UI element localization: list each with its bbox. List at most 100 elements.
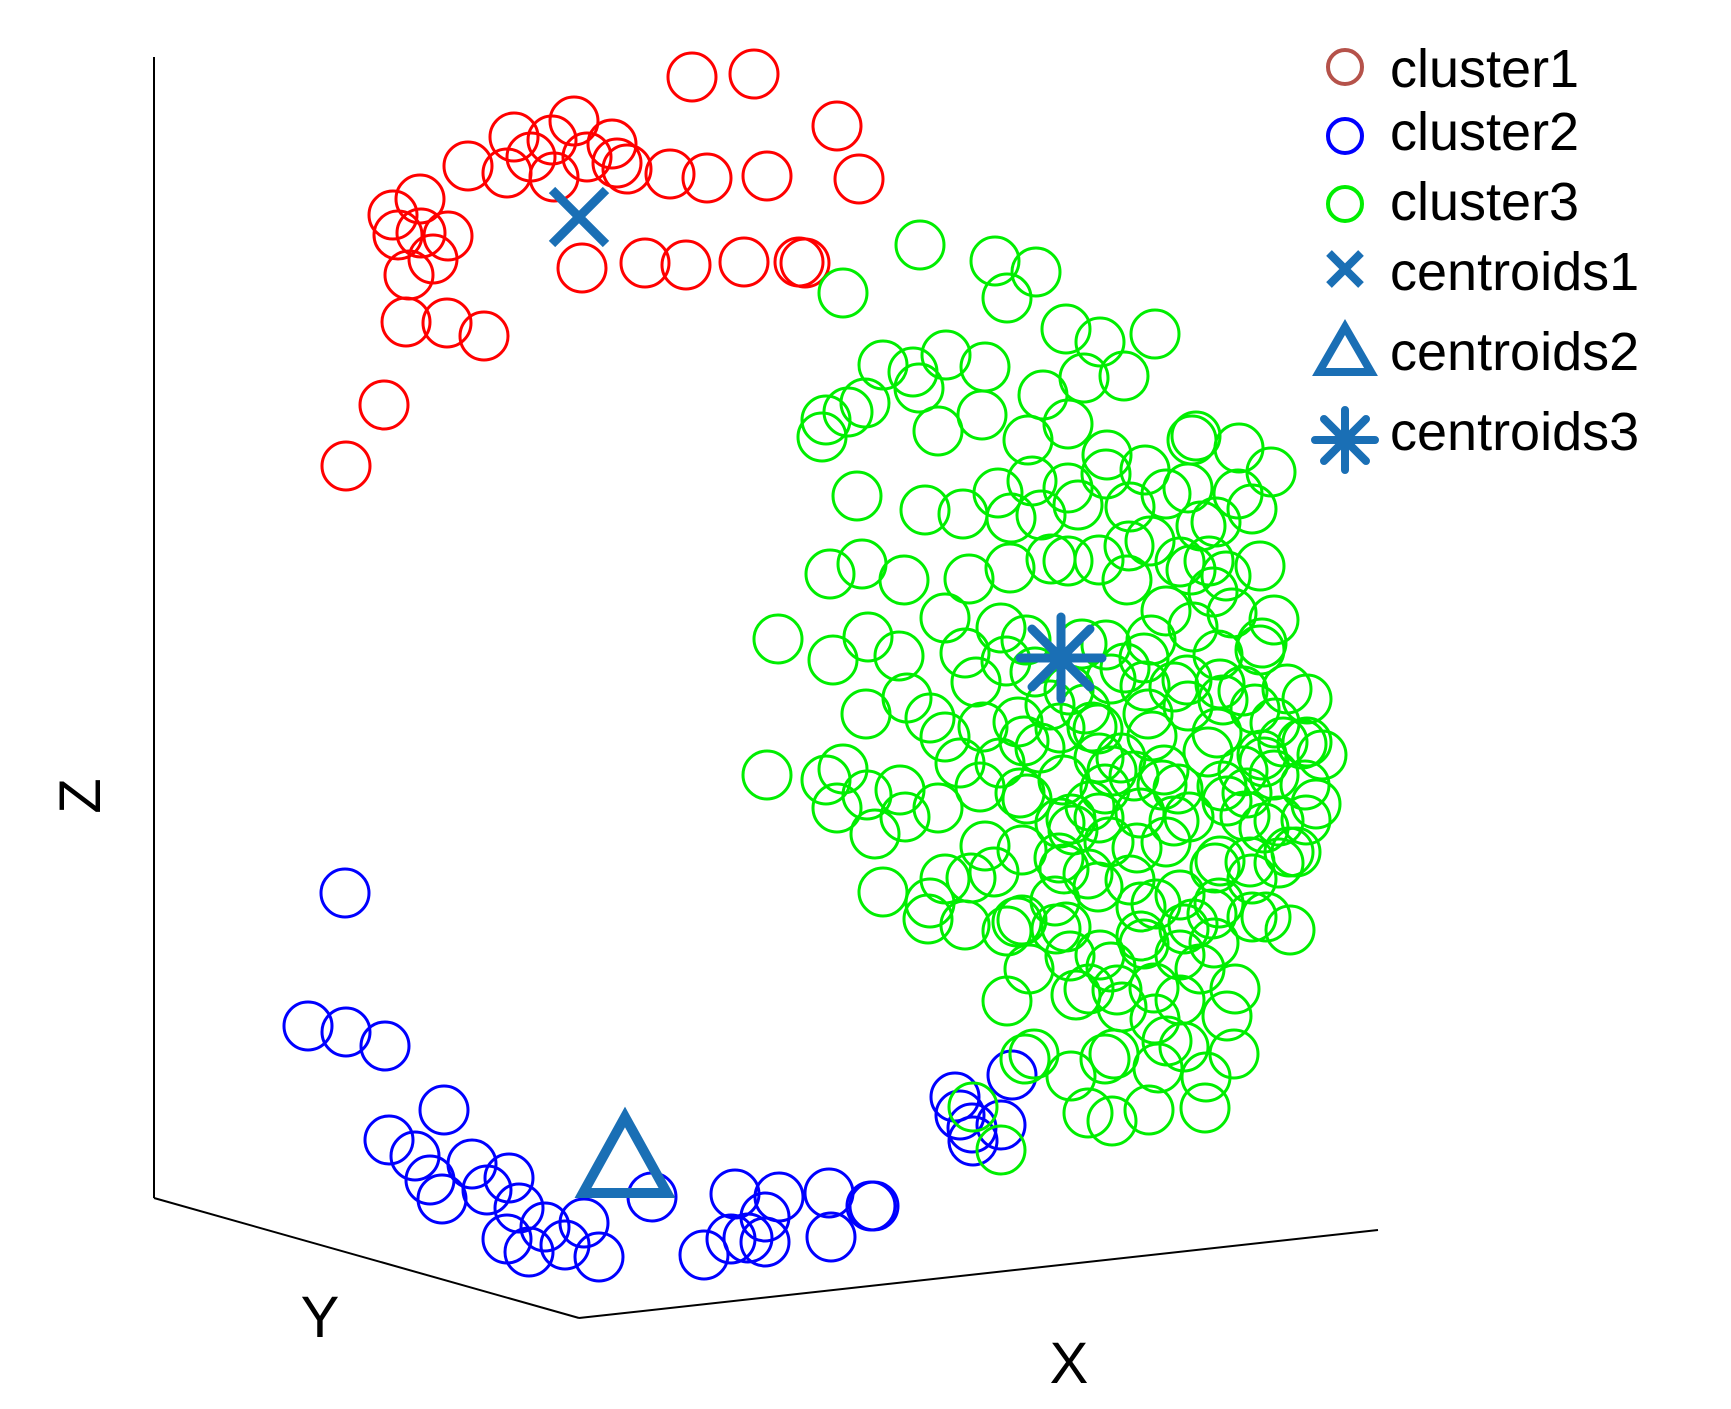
cluster3-point-88: [981, 905, 1033, 957]
cluster2-point-35: [947, 1115, 999, 1167]
cluster2-point-6: [363, 1114, 415, 1166]
cluster3-point-138: [1140, 585, 1192, 637]
cluster3-point-4: [1010, 246, 1062, 298]
x-axis-line: [578, 1229, 1379, 1319]
cluster3-point-107: [1179, 1082, 1231, 1134]
cluster3-point-159: [985, 492, 1037, 544]
legend-label-centroids3: centroids3: [1390, 402, 1639, 462]
cluster2-point-27: [805, 1211, 857, 1263]
cluster3-point-132: [1226, 891, 1278, 943]
cluster3-point-126: [1219, 790, 1271, 842]
cluster3-point-109: [1079, 1033, 1131, 1085]
cluster3-point-229: [1045, 1050, 1097, 1102]
y-axis-label: Y: [301, 1285, 340, 1350]
cluster3-point-39: [752, 613, 804, 665]
cluster3-point-16: [839, 377, 891, 429]
cluster3-point-226: [998, 715, 1050, 767]
cluster3-point-232: [1158, 1021, 1210, 1073]
cluster3-point-213: [1163, 791, 1215, 843]
cluster1-point-19: [561, 131, 613, 183]
legend-item-cluster3: cluster3: [1326, 172, 1579, 232]
cluster2-point-32: [934, 1089, 986, 1141]
cluster3-point-84: [968, 846, 1020, 898]
cluster1-point-35: [833, 153, 885, 205]
cluster3-point-71: [1073, 792, 1125, 844]
legend-label-centroids2: centroids2: [1390, 322, 1639, 382]
cluster2-point-18: [558, 1197, 610, 1249]
cluster3-point-59: [957, 701, 1009, 753]
cluster3-point-20: [831, 470, 883, 522]
cluster3-point-163: [1148, 661, 1200, 713]
cluster3-point-38: [804, 548, 856, 600]
cluster3-point-120: [1290, 778, 1342, 830]
legend-marker-cluster1: [1326, 48, 1364, 86]
cluster3-point-7: [1074, 316, 1126, 368]
cluster1-point-11: [421, 297, 473, 349]
cluster2-point-12: [483, 1152, 535, 1204]
cluster3-point-42: [873, 630, 925, 682]
cluster3-point-134: [1261, 663, 1313, 715]
cluster1-point-23: [556, 242, 608, 294]
cluster3-point-45: [975, 602, 1027, 654]
cluster3-point-150: [1124, 515, 1176, 567]
z-axis-label: Z: [48, 778, 113, 813]
cluster3-point-52: [1200, 550, 1252, 602]
cluster3-point-105: [1201, 990, 1253, 1042]
cluster1-point-14: [488, 111, 540, 163]
cluster1-point-26: [644, 148, 696, 200]
cluster3-point-203: [1186, 888, 1238, 940]
cluster2-point-15: [519, 1201, 571, 1253]
cluster3-point-13: [920, 329, 972, 381]
cluster3-point-143: [943, 553, 995, 605]
cluster3-point-75: [1217, 745, 1269, 797]
legend-marker-centroids1: [1326, 250, 1364, 288]
cluster3-point-123: [1264, 904, 1316, 956]
cluster1-point-1: [320, 440, 372, 492]
legend-item-centroids3: centroids3: [1311, 402, 1639, 474]
cluster3-point-179: [919, 853, 971, 905]
cluster1-point-10: [380, 296, 432, 348]
cluster3-point-26: [1081, 429, 1133, 481]
cluster3-point-118: [1208, 1028, 1260, 1080]
cluster1-point-6: [367, 189, 419, 241]
cluster2-point-36: [986, 1049, 1038, 1101]
cluster1-point-9: [422, 210, 474, 262]
cluster3-point-234: [1240, 891, 1292, 943]
cluster2-point-17: [539, 1219, 591, 1271]
cluster3-point-189: [1063, 963, 1115, 1015]
legend-label-cluster3: cluster3: [1390, 172, 1579, 232]
cluster3-point-153: [1190, 496, 1242, 548]
cluster3-point-135: [1236, 617, 1288, 669]
cluster3-point-44: [939, 627, 991, 679]
cluster3-point-29: [1140, 468, 1192, 520]
cluster3-point-53: [1192, 629, 1244, 681]
cluster3-point-156: [1080, 448, 1132, 500]
cluster1-point-33: [779, 237, 831, 289]
cluster3-point-177: [996, 824, 1048, 876]
cluster3-point-176: [1038, 843, 1090, 895]
cluster3-point-98: [1044, 930, 1096, 982]
cluster2-point-19: [573, 1231, 625, 1283]
cluster1-point-21: [601, 143, 653, 195]
cluster3-point-113: [975, 1124, 1027, 1176]
cluster1-point-30: [741, 150, 793, 202]
cluster3-point-116: [1086, 1095, 1138, 1147]
cluster3-point-115: [1062, 1087, 1114, 1139]
cluster2-point-5: [418, 1084, 470, 1136]
legend-label-cluster2: cluster2: [1390, 102, 1579, 162]
cluster2-point-1: [319, 867, 371, 919]
cluster2-point-25: [678, 1229, 730, 1281]
cluster2-point-3: [320, 1006, 372, 1058]
cluster3-point-133: [1279, 759, 1331, 811]
cluster3-point-18: [800, 394, 852, 446]
cluster3-point-185: [1083, 816, 1135, 868]
cluster1-point-27: [681, 152, 733, 204]
cluster3-point-30: [1104, 481, 1156, 533]
cluster1-point-25: [660, 239, 712, 291]
cluster3-point-15: [857, 339, 909, 391]
centroids2-point-1: [574, 1106, 676, 1198]
cluster3-point-142: [984, 542, 1036, 594]
cluster1-point-20: [586, 118, 638, 170]
cluster3-point-93: [1194, 835, 1246, 887]
cluster3-point-146: [1170, 410, 1222, 462]
